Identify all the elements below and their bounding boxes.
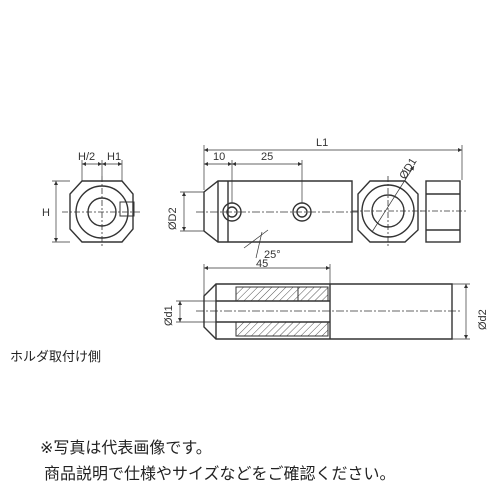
- right-end-view: [352, 165, 468, 248]
- label-h-half: H/2: [78, 151, 95, 163]
- label-25: 25: [261, 151, 273, 163]
- caption-holder-side: ホルダ取付け側: [10, 350, 101, 365]
- label-angle: 25°: [264, 249, 281, 261]
- label-h1: H1: [107, 151, 121, 163]
- label-45: 45: [256, 258, 268, 270]
- sleeve-side-view: [180, 145, 463, 259]
- label-h: H: [42, 207, 50, 219]
- label-od2-small: Ød2: [477, 309, 489, 330]
- label-od1: ØD1: [397, 156, 419, 182]
- note-representative-image: ※写真は代表画像です。: [40, 438, 212, 457]
- left-end-view: [52, 160, 140, 248]
- label-od1-small: Ød1: [163, 305, 175, 326]
- label-l1: L1: [316, 137, 328, 149]
- label-10: 10: [213, 151, 225, 163]
- label-od2: ØD2: [167, 207, 179, 230]
- sleeve-section-view: [176, 264, 470, 340]
- note-check-description: 商品説明で仕様やサイズなどをご確認ください。: [44, 464, 396, 483]
